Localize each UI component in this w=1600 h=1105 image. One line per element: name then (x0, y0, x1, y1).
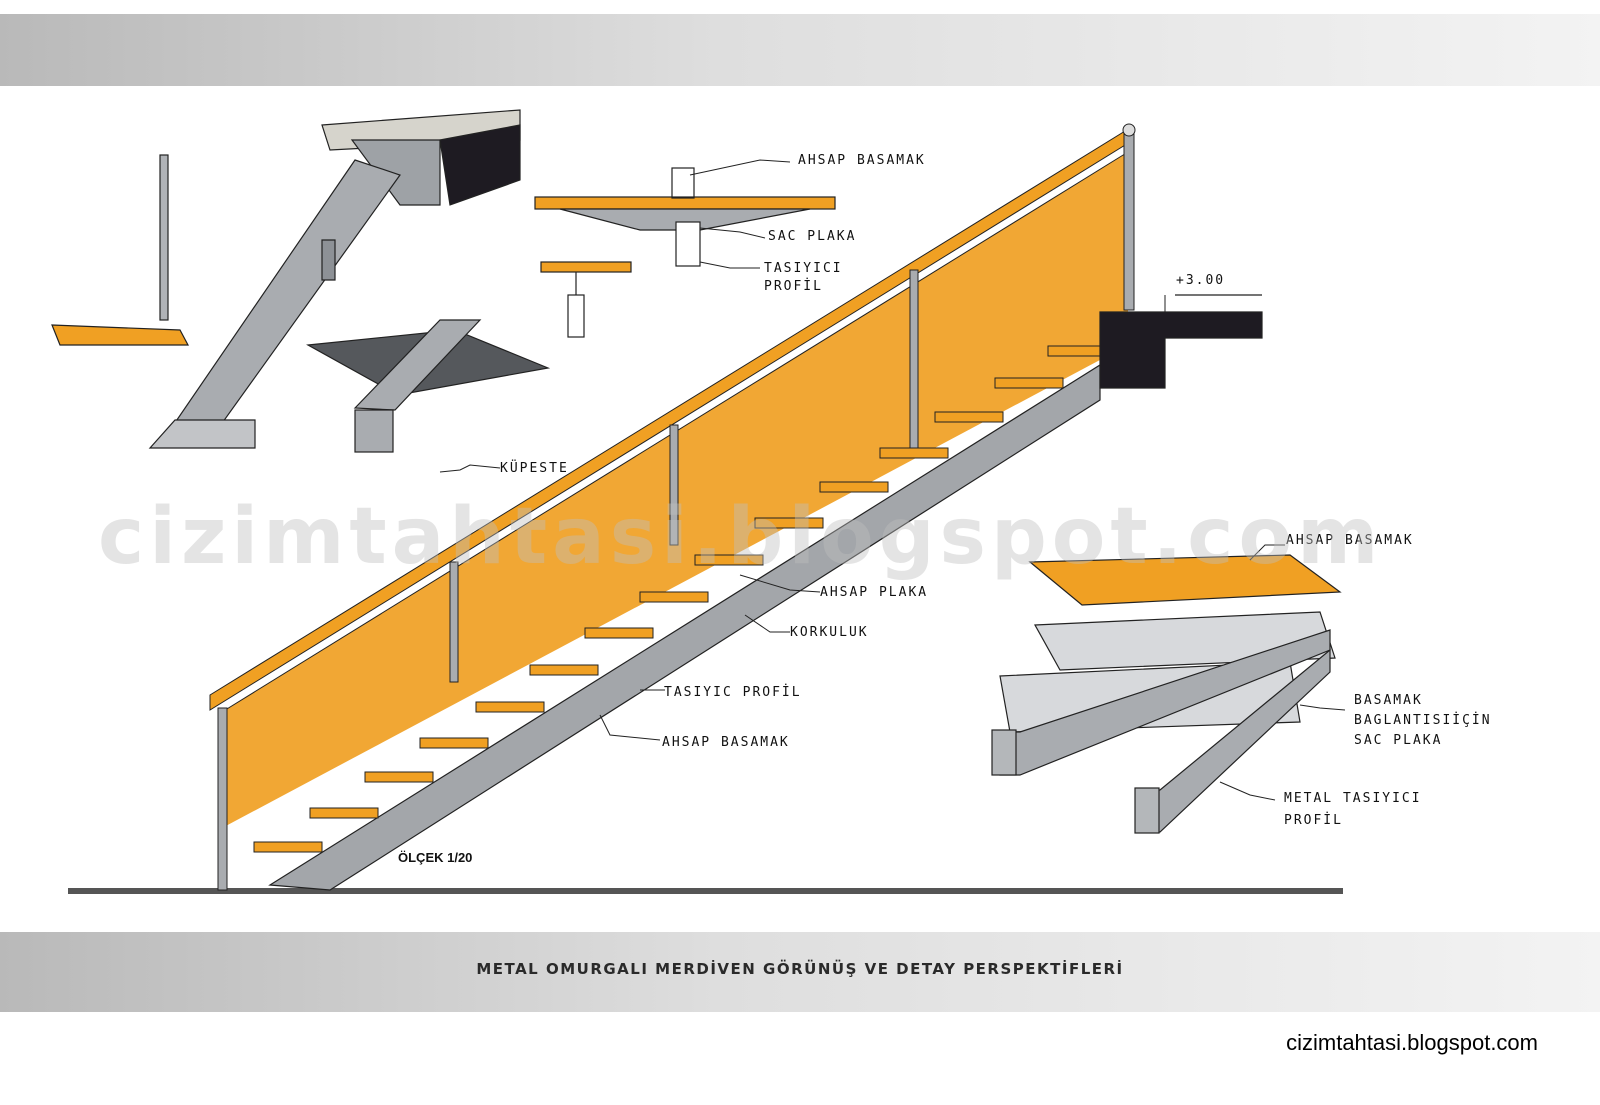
annotation-section-plate: SAC PLAKA (768, 229, 857, 244)
annotation-section-profile-1: TASIYICI (764, 261, 843, 276)
level-label: +3.00 (1176, 273, 1226, 288)
ground-line (68, 888, 1343, 894)
annotation-detail-plate-3: SAC PLAKA (1354, 733, 1443, 748)
stringer (268, 363, 1101, 891)
annotation-carrier-profile: TASIYIC PROFİL (664, 685, 802, 700)
annotation-tread: AHSAP BASAMAK (662, 735, 790, 750)
annotation-handrail: KÜPESTE (500, 461, 569, 476)
scale-label: ÖLÇEK 1/20 (398, 850, 473, 865)
site-url[interactable]: cizimtahtasi.blogspot.com (1286, 1030, 1538, 1055)
top-banner (0, 14, 1600, 86)
annotation-section-tread: AHSAP BASAMAK (798, 153, 926, 168)
annotation-section-profile-2: PROFİL (764, 279, 823, 294)
annotation-detail-plate-1: BASAMAK (1354, 693, 1423, 708)
watermark: cizimtahtasi.blogspot.com (98, 492, 1384, 582)
sheet-title: METAL OMURGALI MERDİVEN GÖRÜNÜŞ VE DETAY… (476, 960, 1124, 978)
leader-lines (439, 159, 1346, 801)
annotation-detail-tread: AHSAP BASAMAK (1286, 533, 1414, 548)
drawing-sheet: AHSAP BASAMAK SAC PLAKA TASIYICI PROFİL … (36, 100, 1576, 915)
annotation-riser: KORKULUK (790, 625, 869, 640)
tread-detail (991, 554, 1342, 834)
annotation-tread-plate: AHSAP PLAKA (820, 585, 929, 600)
steps (253, 345, 1117, 853)
floor-slab (1099, 294, 1263, 389)
balusters (217, 123, 1136, 891)
annotation-detail-profile-2: PROFİL (1284, 813, 1343, 828)
column-detail (51, 109, 521, 449)
cross-beam-detail (306, 319, 551, 453)
section-detail (534, 167, 836, 338)
bottom-banner (0, 932, 1600, 1012)
annotation-detail-profile-1: METAL TASIYICI (1284, 791, 1422, 806)
annotation-detail-plate-2: BAGLANTISIİÇİN (1354, 713, 1492, 728)
staircase-drawing (51, 109, 1346, 894)
